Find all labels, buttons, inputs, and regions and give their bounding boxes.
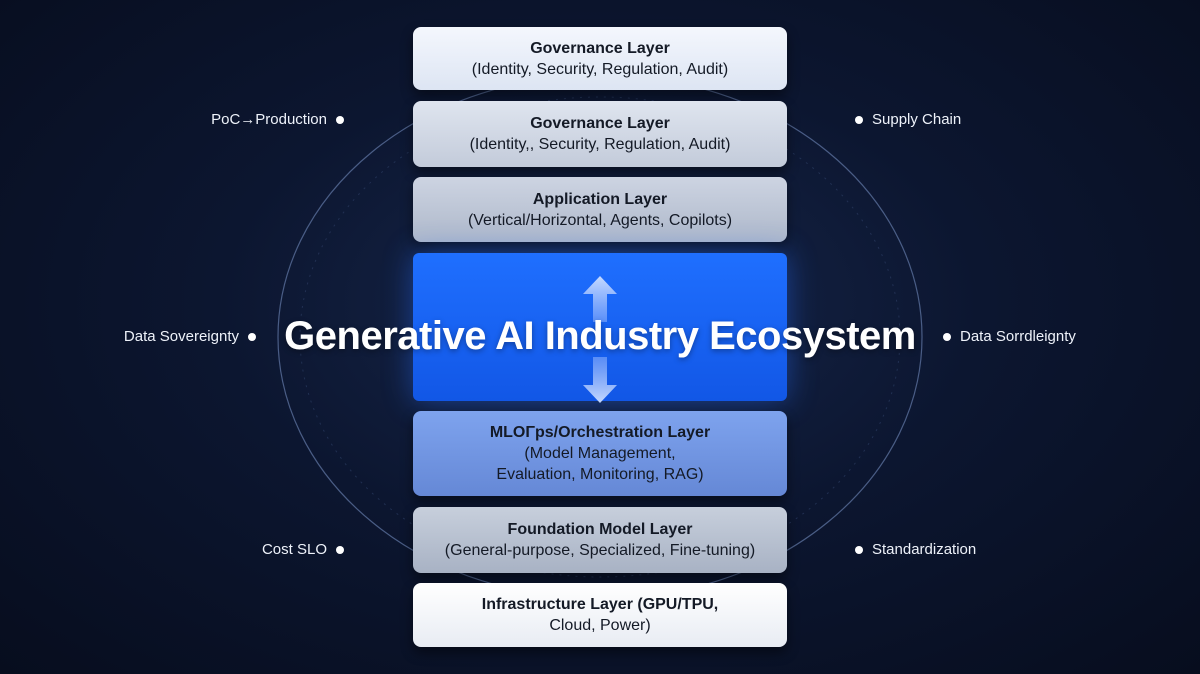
governance-layer-second: Governance Layer (Identity,, Security, R… [413, 101, 787, 167]
side-label-standardization: Standardization [855, 540, 976, 560]
infrastructure-layer: Infrastructure Layer (GPU/TPU, Cloud, Po… [413, 583, 787, 647]
side-label-text: PoC→Production [211, 111, 327, 128]
layer-title: Foundation Model Layer [507, 521, 693, 538]
application-layer: Application Layer (Vertical/Horizontal, … [413, 177, 787, 242]
layer-title: Governance Layer [530, 115, 670, 132]
side-label-supply-chain: Supply Chain [855, 110, 961, 130]
dot-icon [855, 546, 863, 554]
side-label-text: Data Sovereignty [123, 328, 239, 345]
arrow-up-icon [583, 276, 617, 322]
layer-desc: (General-purpose, Specialized, Fine-tuni… [444, 542, 756, 559]
side-label-data-sovereignty: Data Sovereignty [124, 327, 256, 347]
layer-title: Governance Layer [530, 39, 670, 57]
dot-icon [336, 116, 344, 124]
ecosystem-title: Generative AI Industry Ecosystem [284, 314, 916, 358]
dot-icon [855, 116, 863, 124]
governance-layer-top: Governance Layer (Identity, Security, Re… [413, 27, 787, 90]
mlops-layer: MLOΓps/Orchestration Layer (Model Manage… [413, 411, 787, 496]
layer-desc: (Vertical/Horizontal, Agents, Copilots) [467, 211, 733, 229]
side-label-poc-production: PoC→Production [211, 110, 344, 130]
layer-desc: Cloud, Power) [549, 617, 651, 634]
layer-desc: (Model Management, Evaluation, Monitorin… [496, 445, 704, 483]
side-label-cost-slo: Cost SLO [262, 540, 344, 560]
arrow-down-icon [583, 357, 617, 403]
layer-title: Infrastructure Layer (GPU/TPU, [481, 596, 719, 613]
dot-icon [943, 333, 951, 341]
dot-icon [248, 333, 256, 341]
layer-title: MLOΓps/Orchestration Layer [489, 424, 711, 441]
side-label-data-sorrdleignty: Data Sorrdleignty [943, 327, 1076, 347]
side-label-text: Supply Chain [872, 111, 962, 128]
layer-desc: (Identity, Security, Regulation, Audit) [471, 60, 729, 78]
side-label-text: Cost SLO [261, 541, 327, 558]
side-label-text: Data Sorrdleignty [960, 328, 1076, 345]
layer-title: Application Layer [532, 190, 668, 208]
side-label-text: Standardization [872, 541, 977, 558]
layer-desc: (Identity,, Security, Regulation, Audit) [469, 136, 731, 153]
foundation-model-layer: Foundation Model Layer (General-purpose,… [413, 507, 787, 573]
dot-icon [336, 546, 344, 554]
